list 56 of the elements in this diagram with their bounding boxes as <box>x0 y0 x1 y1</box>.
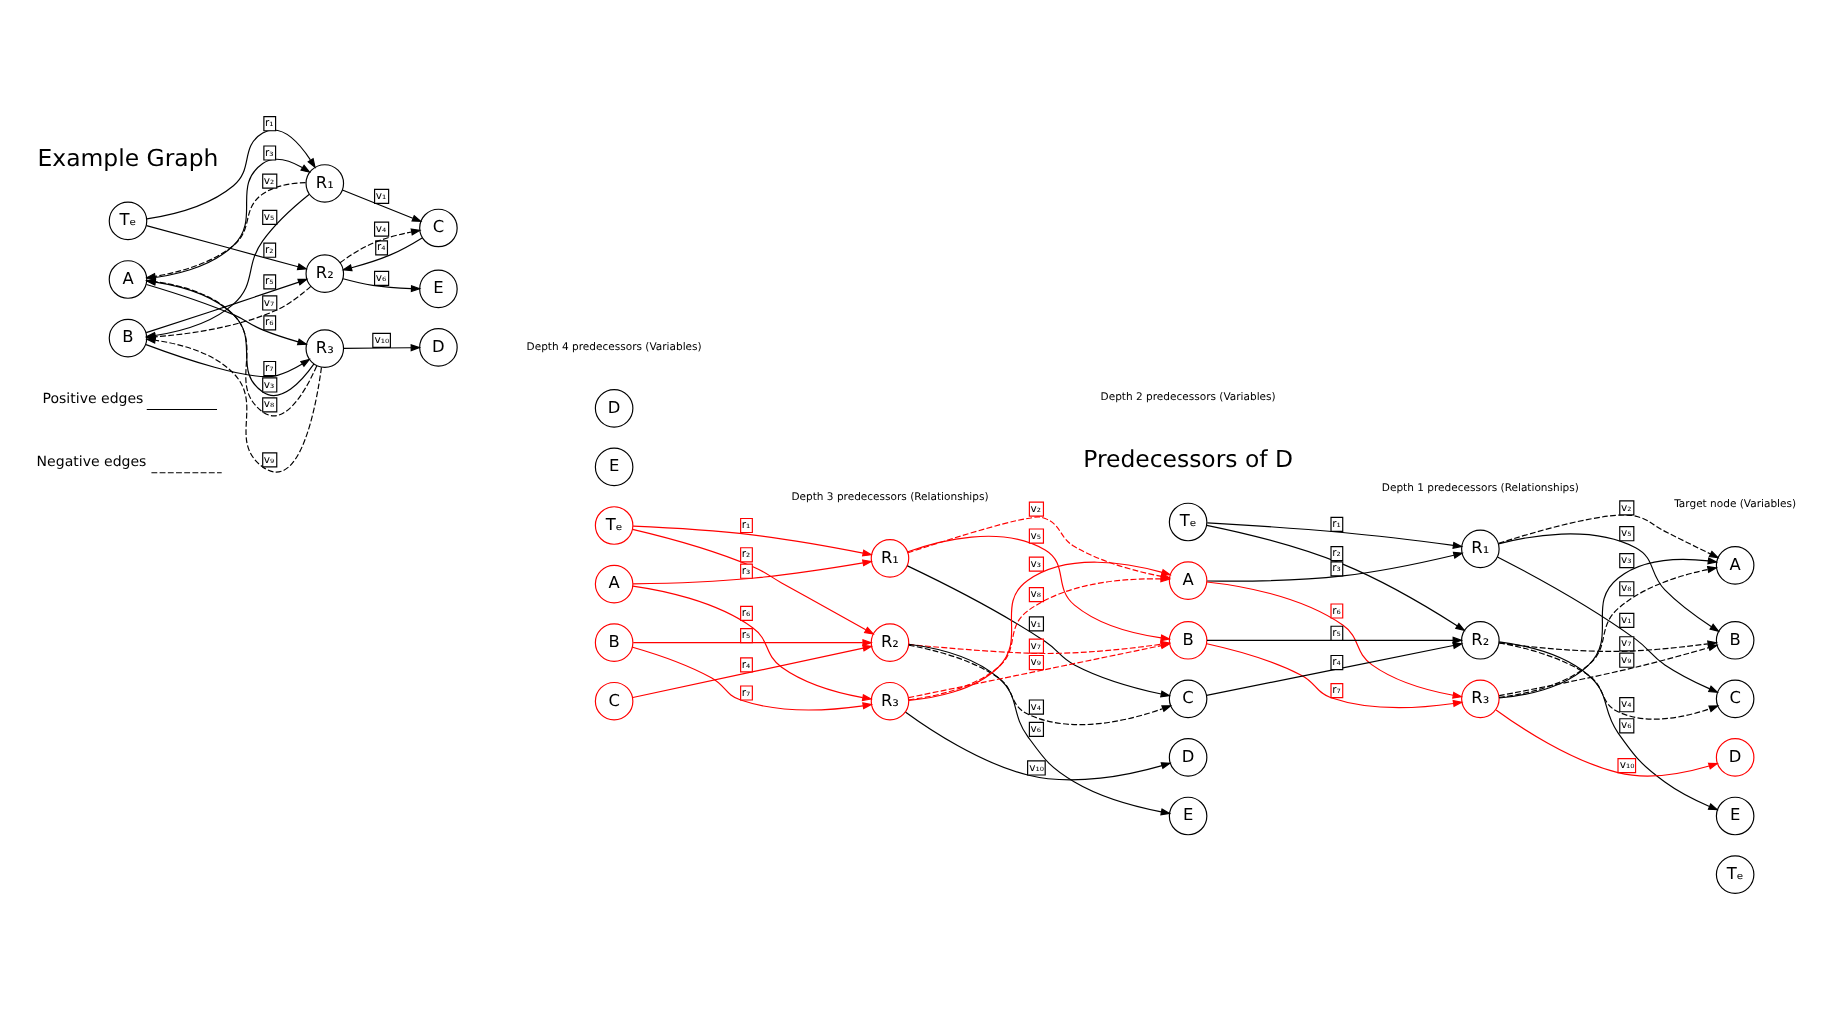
node-circle: D <box>419 328 458 367</box>
node-circle: A <box>1168 561 1208 600</box>
node-circle: A <box>1715 546 1755 585</box>
node-circle: A <box>594 564 634 604</box>
arrow <box>343 344 422 352</box>
arrow <box>145 225 308 271</box>
arrow <box>905 711 1172 781</box>
label: Predecessors of D <box>1083 444 1293 473</box>
arrow <box>146 129 316 220</box>
node-circle: Tₑ <box>1168 502 1208 542</box>
node-circle: R₂ <box>870 623 910 662</box>
arrow <box>632 638 873 647</box>
node-circle: R₁ <box>870 538 910 578</box>
node-circle: R₃ <box>1461 679 1500 719</box>
arrow <box>632 528 875 635</box>
arrow <box>908 644 1173 726</box>
arrow <box>1206 643 1464 709</box>
node-circle: A <box>108 260 148 299</box>
arrow <box>1498 514 1720 559</box>
node-circle: C <box>419 208 458 248</box>
arrow <box>1206 551 1464 582</box>
arrow <box>1497 533 1721 633</box>
node-circle: C <box>1168 679 1208 719</box>
node-circle: R₃ <box>305 329 345 368</box>
node-circle: R₁ <box>305 164 345 203</box>
node-circle: D <box>1168 738 1208 777</box>
node-circle: E <box>594 447 634 487</box>
arrow <box>908 643 1172 816</box>
arrow <box>632 525 873 557</box>
node-circle: B <box>594 623 634 662</box>
node-circle: B <box>1168 620 1208 660</box>
node-circle: E <box>1715 796 1755 836</box>
node-circle: E <box>419 269 458 309</box>
node-circle: E <box>1168 796 1208 836</box>
arrow <box>342 278 422 293</box>
node-circle: R₂ <box>305 254 345 293</box>
node-circle: R₃ <box>870 681 910 721</box>
node-circle: Tₑ <box>1715 855 1755 894</box>
arrow <box>339 228 422 264</box>
node-circle: R₁ <box>1461 529 1500 569</box>
node-circle: D <box>1715 738 1755 777</box>
arrow <box>1206 524 1466 632</box>
node-circle: R₂ <box>1461 620 1500 660</box>
node-circle: B <box>1715 620 1755 660</box>
arrow <box>1498 644 1719 697</box>
node-circle: Tₑ <box>108 201 148 241</box>
node-circle: B <box>108 318 148 358</box>
arrow <box>1206 522 1464 550</box>
node-circle: Tₑ <box>594 506 634 545</box>
node-circle: C <box>594 681 634 721</box>
arrow <box>145 336 323 473</box>
node-circle: C <box>1715 679 1755 719</box>
node-circle: D <box>594 389 634 428</box>
arrow <box>632 646 874 711</box>
arrow <box>632 559 873 585</box>
label: Example Graph <box>37 143 219 172</box>
